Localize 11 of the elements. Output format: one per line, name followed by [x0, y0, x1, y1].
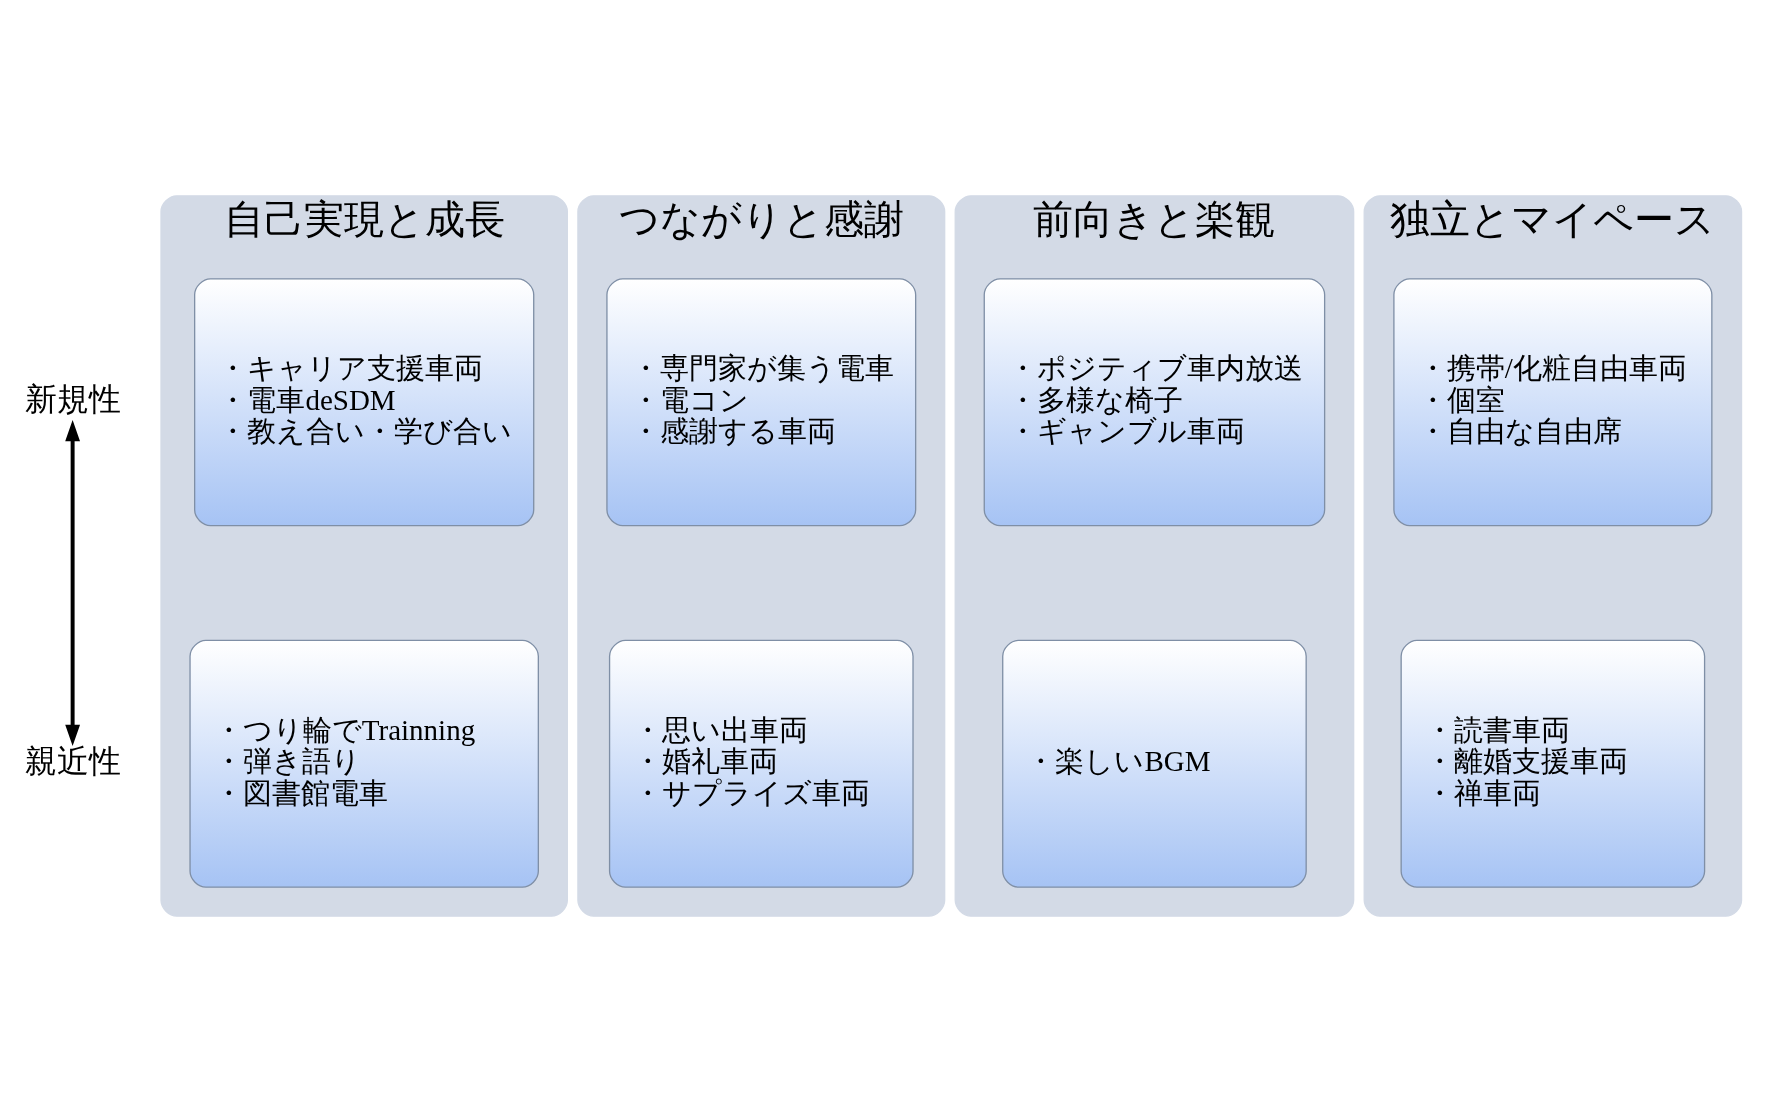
node-box: ・専門家が集う電車 ・電コン ・感謝する車両: [606, 278, 917, 527]
node-text: 新規性: [24, 381, 121, 418]
node-box: ・キャリア支援車両 ・電車deSDM ・教え合い・学び合い: [194, 278, 535, 527]
node-box: ・つり輪でTrainning ・弾き語り ・図書館電車: [189, 639, 539, 888]
arrow: [65, 420, 81, 746]
node-box: ・楽しいBGM: [1002, 639, 1307, 888]
node-box: ・思い出車両 ・婚礼車両 ・サプライズ車両: [608, 639, 914, 888]
node-box: ・読書車両 ・離婚支援車両 ・禅車両: [1400, 639, 1706, 888]
node-text: 親近性: [24, 742, 121, 779]
node-box: ・携帯/化粧自由車両 ・個室 ・自由な自由席: [1393, 278, 1713, 527]
node-box: ・ポジティブ車内放送 ・多様な椅子 ・ギャンブル車両: [983, 278, 1326, 527]
